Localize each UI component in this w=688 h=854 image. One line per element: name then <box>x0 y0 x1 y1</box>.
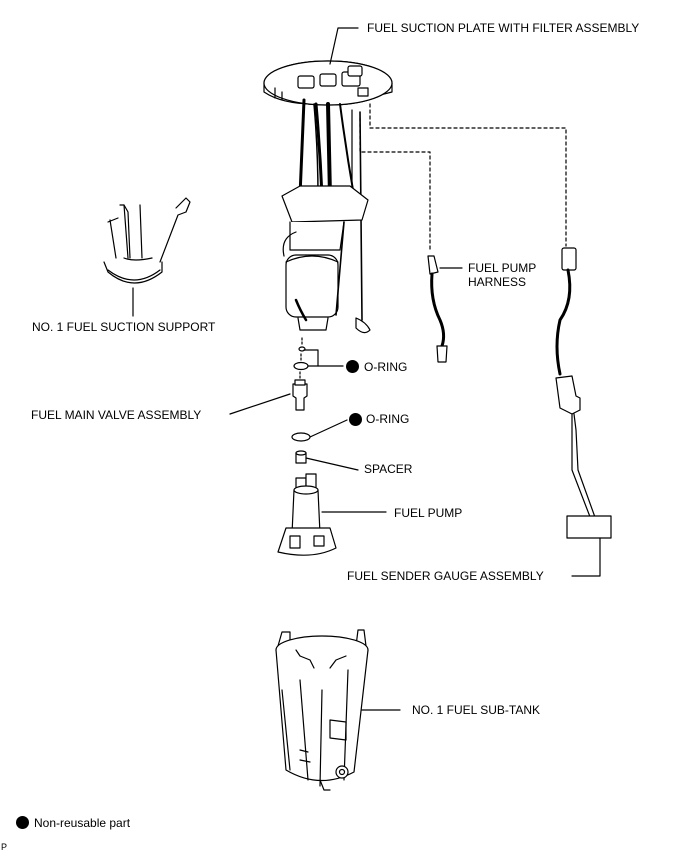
label-fuel-suction-support: NO. 1 FUEL SUCTION SUPPORT <box>32 320 216 334</box>
legend-non-reusable-label: Non-reusable part <box>34 816 131 830</box>
fuel-pump-drawing <box>277 473 387 556</box>
label-fuel-suction-plate: FUEL SUCTION PLATE WITH FILTER ASSEMBLY <box>367 21 640 35</box>
label-fuel-pump-harness-line1: FUEL PUMP <box>468 261 537 275</box>
label-fuel-sender-gauge: FUEL SENDER GAUGE ASSEMBLY <box>347 569 544 583</box>
fuel-suction-support-drawing <box>103 197 191 317</box>
legend-dot-icon <box>16 816 29 829</box>
fuel-sub-tank-drawing <box>275 629 369 791</box>
label-fuel-pump-harness: FUEL PUMP HARNESS <box>468 261 536 289</box>
label-fuel-sub-tank: NO. 1 FUEL SUB-TANK <box>412 703 541 717</box>
spacer-drawing <box>295 450 359 471</box>
label-fuel-main-valve: FUEL MAIN VALVE ASSEMBLY <box>31 408 202 422</box>
label-o-ring-upper: O-RING <box>364 360 408 374</box>
o-ring-lower-drawing <box>291 419 348 442</box>
fuel-main-valve-drawing <box>292 371 308 411</box>
label-fuel-pump: FUEL PUMP <box>394 506 463 520</box>
fuel-suction-plate-drawing <box>263 60 393 106</box>
o-ring-upper-drawing <box>293 337 344 371</box>
fuel-pump-assembly-drawing <box>281 185 371 334</box>
valve-leader-line <box>229 393 291 415</box>
fuel-sender-gauge-drawing <box>555 247 612 577</box>
fuel-pump-harness-drawing <box>427 255 463 363</box>
label-spacer: SPACER <box>364 462 413 476</box>
plate-leader-line <box>329 27 359 65</box>
corner-mark: P <box>1 842 8 852</box>
label-o-ring-lower: O-RING <box>366 412 410 426</box>
connection-dashed-lines <box>359 103 567 251</box>
non-reusable-dot-icon <box>349 413 362 426</box>
label-fuel-pump-harness-line2: HARNESS <box>468 275 527 289</box>
non-reusable-dot-icon <box>346 360 359 373</box>
